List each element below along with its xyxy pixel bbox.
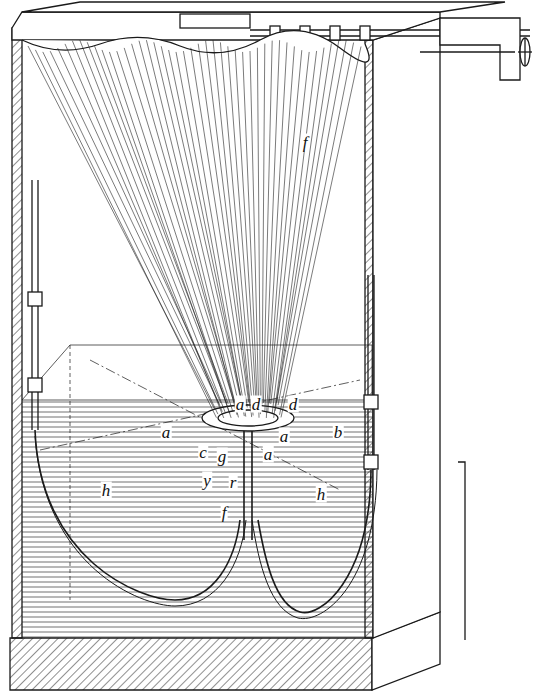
cabinet xyxy=(10,2,532,690)
fibre xyxy=(161,46,241,402)
fibre xyxy=(263,41,272,403)
callout-letter: f xyxy=(302,134,309,151)
fibre xyxy=(281,47,361,418)
fibre xyxy=(268,46,295,412)
callout-letter: g xyxy=(217,448,228,465)
fibre xyxy=(169,50,243,407)
fibre xyxy=(28,46,215,410)
fibre xyxy=(265,40,280,412)
callout-letter: y xyxy=(202,472,212,489)
fibre xyxy=(50,51,219,404)
fibre xyxy=(280,43,354,415)
fibre xyxy=(102,50,230,413)
fibre xyxy=(146,40,238,417)
callout-letter: f xyxy=(221,504,228,521)
fibre xyxy=(176,52,244,416)
fibre xyxy=(95,46,229,404)
fibre xyxy=(220,42,253,415)
fibre xyxy=(262,44,265,405)
fibre xyxy=(257,48,260,414)
callout-letter: a xyxy=(279,428,290,445)
fibre xyxy=(243,52,258,410)
fibre xyxy=(274,48,324,418)
fibre xyxy=(72,41,223,418)
fibre xyxy=(132,44,236,405)
fibre xyxy=(275,44,331,411)
callout-letter: d xyxy=(288,396,299,413)
callout-letter: b xyxy=(333,424,344,441)
fibre-bundle xyxy=(28,40,361,418)
callout-letter: h xyxy=(101,482,112,499)
callout-letter: a xyxy=(161,424,172,441)
fibre xyxy=(278,40,346,405)
callout-letter: c xyxy=(198,444,208,461)
fibre xyxy=(272,51,316,413)
fibre xyxy=(183,51,245,417)
callout-letter: h xyxy=(316,486,327,503)
callout-letter: r xyxy=(229,474,238,491)
fibre xyxy=(277,41,339,403)
fibre xyxy=(235,50,256,402)
fibre xyxy=(154,42,240,409)
fibre xyxy=(109,52,231,418)
fibre xyxy=(139,41,237,415)
fibre xyxy=(228,46,255,406)
callout-letter: d xyxy=(251,396,262,413)
fibre xyxy=(43,52,218,414)
fibre xyxy=(206,41,251,409)
callout-letter: a xyxy=(263,446,274,463)
callout-letter: a xyxy=(235,396,246,413)
fibre xyxy=(80,40,225,412)
